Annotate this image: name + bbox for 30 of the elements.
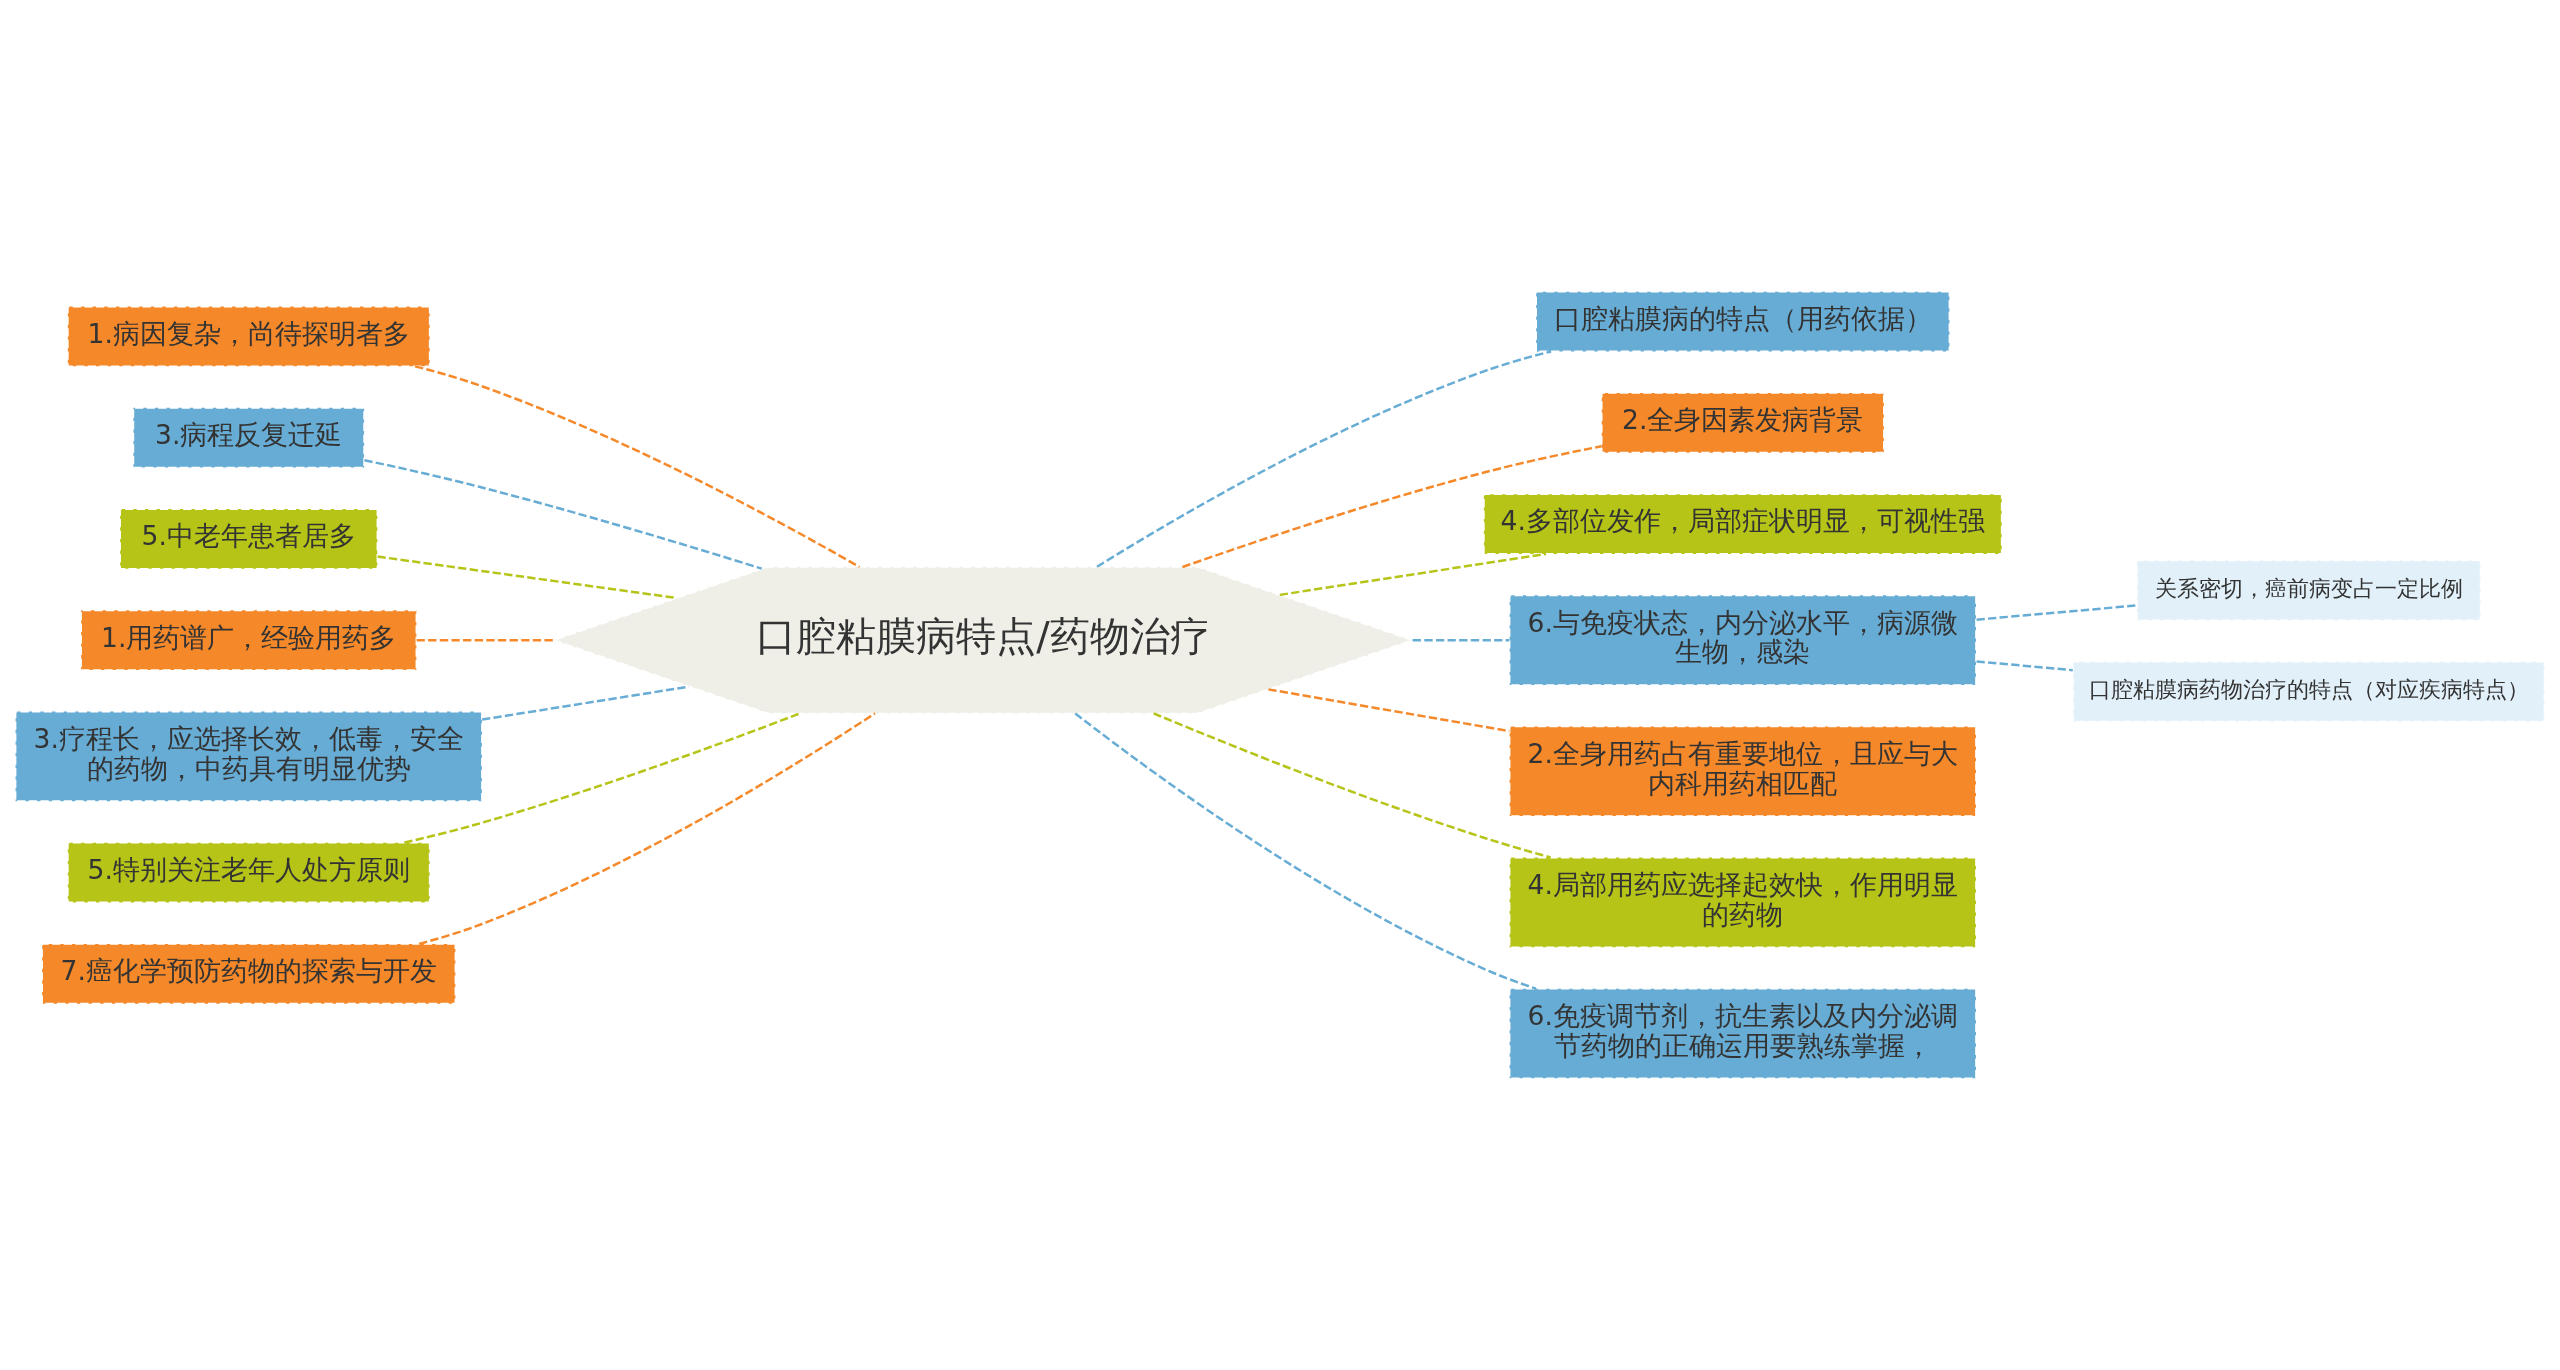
node-box: 5.特别关注老年人处方原则 — [67, 841, 431, 904]
connector — [1074, 712, 1537, 990]
node-box: 3.病程反复迁延 — [132, 407, 365, 469]
connector — [364, 459, 763, 570]
connector — [404, 712, 800, 844]
connector — [1153, 712, 1551, 859]
node-box: 关系密切，癌前病变占一定比例 — [2136, 559, 2482, 622]
connector — [418, 712, 876, 946]
node-box: 5.中老年患者居多 — [119, 508, 379, 570]
node-box: 2.全身因素发病背景 — [1600, 392, 1885, 454]
connector — [414, 365, 861, 569]
node-box: 1.病因复杂，尚待探明者多 — [67, 305, 431, 368]
connector — [1412, 638, 1510, 642]
node-box: 7.癌化学预防药物的探索与开发 — [41, 943, 457, 1005]
connector — [1096, 350, 1552, 568]
node-box: 口腔粘膜病药物治疗的特点（对应疾病特点） — [2072, 660, 2546, 723]
node-box: 6.与免疫状态，内分泌水平，病源微生物，感染 — [1508, 594, 1977, 686]
node-box: 4.局部用药应选择起效快，作用明显的药物 — [1508, 856, 1977, 949]
node-box: 1.用药谱广，经验用药多 — [80, 609, 418, 671]
connector — [1976, 604, 2137, 621]
connector — [1976, 660, 2073, 672]
node-box: 4.多部位发作，局部症状明显，可视性强 — [1483, 493, 2003, 555]
connector — [1182, 445, 1602, 569]
connector — [416, 638, 554, 642]
connector — [377, 555, 677, 600]
node-box: 3.疗程长，应选择长效，低毒，安全的药物，中药具有明显优势 — [14, 710, 483, 802]
connector — [1279, 552, 1547, 597]
node-box: 6.免疫调节剂，抗生素以及内分泌调节药物的正确运用要熟练掌握， — [1508, 987, 1977, 1080]
node-box: 2.全身用药占有重要地位，且应与大内科用药相匹配 — [1508, 725, 1977, 817]
node-box: 口腔粘膜病的特点（用药依据） — [1535, 290, 1951, 353]
